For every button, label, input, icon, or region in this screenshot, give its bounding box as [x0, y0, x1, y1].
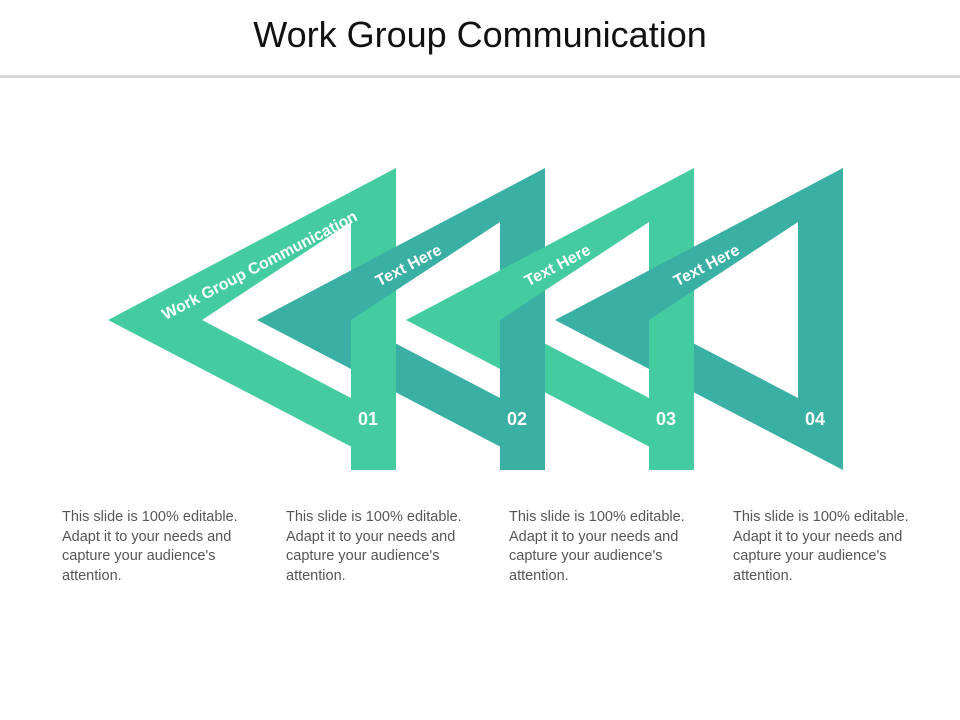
triangle-02 [257, 168, 545, 470]
triangle-03-number: 03 [656, 409, 676, 429]
triangle-04 [555, 168, 843, 470]
description-01: This slide is 100% editable. Adapt it to… [62, 509, 238, 584]
triangle-02-leg [500, 320, 545, 470]
triangle-02-shape [257, 168, 545, 470]
description-02: This slide is 100% editable. Adapt it to… [286, 509, 462, 584]
triangle-01-leg [351, 320, 396, 470]
triangle-01-shape [108, 168, 396, 470]
page-title: Work Group Communication [253, 14, 707, 55]
triangle-01-number: 01 [358, 409, 378, 429]
description-03: This slide is 100% editable. Adapt it to… [509, 509, 685, 584]
triangle-01 [108, 168, 396, 470]
triangle-04-number: 04 [805, 409, 825, 429]
triangle-04-shape [555, 168, 843, 470]
triangle-03-leg [649, 320, 694, 470]
triangle-02-number: 02 [507, 409, 527, 429]
triangle-03 [406, 168, 694, 470]
title-divider [0, 75, 960, 78]
triangle-03-shape [406, 168, 694, 470]
description-04: This slide is 100% editable. Adapt it to… [733, 509, 909, 584]
